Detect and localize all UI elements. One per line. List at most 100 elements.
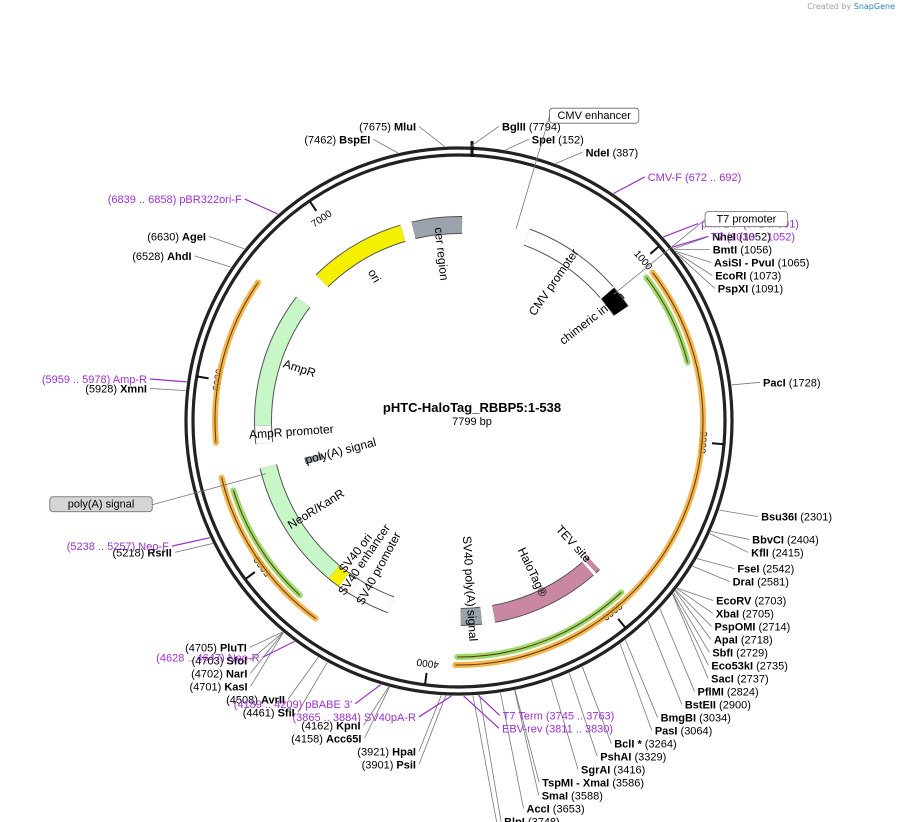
tick-6000 xyxy=(196,375,209,380)
enzyme-leader-line xyxy=(149,388,186,392)
enzyme-label[interactable]: EcoRI (1073) xyxy=(715,270,781,282)
tick-3000 xyxy=(617,618,627,629)
enzyme-label[interactable]: XbaI (2705) xyxy=(716,608,774,620)
enzyme-label[interactable]: PacI (1728) xyxy=(763,377,821,389)
enzyme-label[interactable]: KflI (2415) xyxy=(751,547,804,559)
enzyme-label[interactable]: (4701) KasI xyxy=(189,681,247,693)
orf-arc-core xyxy=(221,477,317,619)
enzyme-leader-line xyxy=(500,692,524,809)
primer-label[interactable]: (6839 .. 6858) pBR322ori-F xyxy=(108,194,242,206)
enzyme-label[interactable]: TspMI - XmaI (3586) xyxy=(542,777,644,789)
enzyme-label[interactable]: EcoRV (2703) xyxy=(716,595,786,607)
tick-7000 xyxy=(308,200,318,212)
enzyme-label[interactable]: NdeI (387) xyxy=(586,147,639,159)
tick-4000 xyxy=(424,672,428,685)
enzyme-label[interactable]: (4703) SfoI xyxy=(192,655,248,667)
enzyme-label[interactable]: AsiSI - PvuI (1065) xyxy=(714,257,809,269)
feature-arrow-ampr-promoter[interactable] xyxy=(255,425,273,445)
enzyme-label[interactable]: (3901) PsiI xyxy=(362,759,416,771)
boxed-label[interactable]: CMV enhancer xyxy=(557,110,631,122)
enzyme-label[interactable]: BmtI (1056) xyxy=(713,244,772,256)
enzyme-label[interactable]: Bsu36I (2301) xyxy=(761,512,832,524)
primer-label[interactable]: T7 Term (3745 .. 3763) xyxy=(503,710,615,722)
feature-arrow-sv40-ori[interactable] xyxy=(328,565,349,587)
primer-labels: CMV-F (672 .. 692)pMT2-F (972 .. 991)T7 … xyxy=(42,172,799,735)
feature-arrow-tev-site[interactable] xyxy=(584,557,600,573)
primer-label[interactable]: (5959 .. 5978) Amp-R xyxy=(42,374,147,386)
enzyme-leader-line xyxy=(479,695,502,822)
enzyme-leader-line xyxy=(249,632,284,661)
enzyme-leader-line xyxy=(364,686,390,739)
enzyme-label[interactable]: BlpI (3748) xyxy=(504,816,560,822)
enzyme-label[interactable]: Eco53kI (2735) xyxy=(711,660,787,672)
feature-arrow-cer-region[interactable] xyxy=(411,217,463,239)
boxed-label[interactable]: T7 promoter xyxy=(716,214,776,226)
feature-label: chimeric intron xyxy=(557,289,627,348)
enzyme-label[interactable]: NheI (1052) xyxy=(712,231,771,243)
enzyme-label[interactable]: DraI (2581) xyxy=(733,577,789,589)
enzyme-label[interactable]: (4702) NarI xyxy=(191,668,247,680)
orf-arcs xyxy=(212,269,706,668)
enzyme-label[interactable]: (4162) KpnI xyxy=(301,720,360,732)
enzyme-label[interactable]: (4158) Acc65I xyxy=(291,733,361,745)
primer-label[interactable]: (3865 .. 3884) SV40pA-R xyxy=(292,712,416,724)
enzyme-label[interactable]: BstEII (2900) xyxy=(685,699,751,711)
primer-label[interactable]: CMV-F (672 .. 692) xyxy=(648,172,742,184)
primer-label[interactable]: T7 (1033 .. 1052) xyxy=(711,232,795,244)
enzyme-label[interactable]: (7675) MluI xyxy=(359,121,416,133)
enzyme-leader-line xyxy=(692,565,730,583)
enzyme-label[interactable]: PflMI (2824) xyxy=(698,686,759,698)
enzyme-label[interactable]: FseI (2542) xyxy=(737,564,794,576)
enzyme-label[interactable]: ApaI (2718) xyxy=(714,634,773,646)
primer-label[interactable]: (5238 .. 5257) Neo-F xyxy=(67,541,169,553)
enzyme-label[interactable]: BbvCI (2404) xyxy=(752,534,819,546)
enzyme-label[interactable]: (6630) AgeI xyxy=(147,231,206,243)
enzyme-label[interactable]: (4461) SfiI xyxy=(243,707,295,719)
feature-arrow-ampr[interactable] xyxy=(255,297,310,427)
enzyme-label[interactable]: PspOMI (2714) xyxy=(715,621,791,633)
enzyme-label[interactable]: (4508) AvrII xyxy=(226,694,285,706)
primer-leader-line xyxy=(354,684,382,705)
enzyme-leader-line xyxy=(581,666,612,744)
enzyme-label[interactable]: SgrAI (3416) xyxy=(581,764,645,776)
enzyme-label[interactable]: (4705) PluTI xyxy=(185,642,247,654)
enzyme-leader-line xyxy=(659,608,695,692)
enzyme-leader-line xyxy=(418,126,445,147)
enzyme-label[interactable]: PasI (3064) xyxy=(655,725,713,737)
feature-arrow-neor-kanr[interactable] xyxy=(260,464,340,579)
enzyme-label[interactable]: (7462) BspEI xyxy=(304,134,370,146)
enzyme-label[interactable]: PspXI (1091) xyxy=(718,283,783,295)
feature-arrow-poly-a-signal[interactable] xyxy=(305,453,323,464)
feature-arrow-sv40-enhancer[interactable] xyxy=(339,573,359,594)
enzyme-label[interactable]: BclI * (3264) xyxy=(614,738,676,750)
enzyme-label[interactable]: SpeI (152) xyxy=(532,134,584,146)
boxed-label[interactable]: poly(A) signal xyxy=(68,499,135,511)
enzyme-label[interactable]: (5218) RsrII xyxy=(113,547,172,559)
boxed-label-frame xyxy=(549,107,640,124)
primer-leader-line xyxy=(477,694,501,716)
enzyme-label[interactable]: SbfI (2729) xyxy=(712,647,768,659)
enzyme-label[interactable]: BglII (7794) xyxy=(502,121,561,133)
enzyme-label[interactable]: (5928) XmnI xyxy=(85,383,147,395)
plasmid-length: 7799 bp xyxy=(452,416,492,428)
enzyme-label[interactable]: PshAI (3329) xyxy=(600,751,666,763)
enzyme-label[interactable]: (6528) AhdI xyxy=(132,251,191,263)
tick-1000 xyxy=(649,245,660,255)
feature-arrow-ori[interactable] xyxy=(316,225,406,287)
enzyme-label[interactable]: BmgBI (3034) xyxy=(661,712,731,724)
enzyme-label[interactable]: SacI (2737) xyxy=(711,673,769,685)
feature-arrow-sv40-poly-a-signal[interactable] xyxy=(460,607,483,625)
enzyme-label[interactable]: SmaI (3588) xyxy=(542,790,603,802)
enzyme-leader-line xyxy=(719,509,759,518)
enzyme-leader-line xyxy=(677,587,714,601)
enzyme-label[interactable]: AccI (3653) xyxy=(527,803,585,815)
feature-arrow-chimeric-intron[interactable] xyxy=(601,288,628,316)
primer-label[interactable]: (4189 .. 4209) pBABE 3' xyxy=(234,699,352,711)
feature-arrow-cmv-promoter[interactable] xyxy=(523,229,613,298)
enzyme-label[interactable]: (3921) HpaI xyxy=(357,746,416,758)
primer-label[interactable]: EBV-rev (3811 .. 3830) xyxy=(502,723,613,735)
primer-leader-line xyxy=(613,176,646,195)
feature-arrow-halotag-[interactable] xyxy=(492,562,594,622)
primer-label[interactable]: (4628 .. 4647) Neo-R xyxy=(156,652,259,664)
